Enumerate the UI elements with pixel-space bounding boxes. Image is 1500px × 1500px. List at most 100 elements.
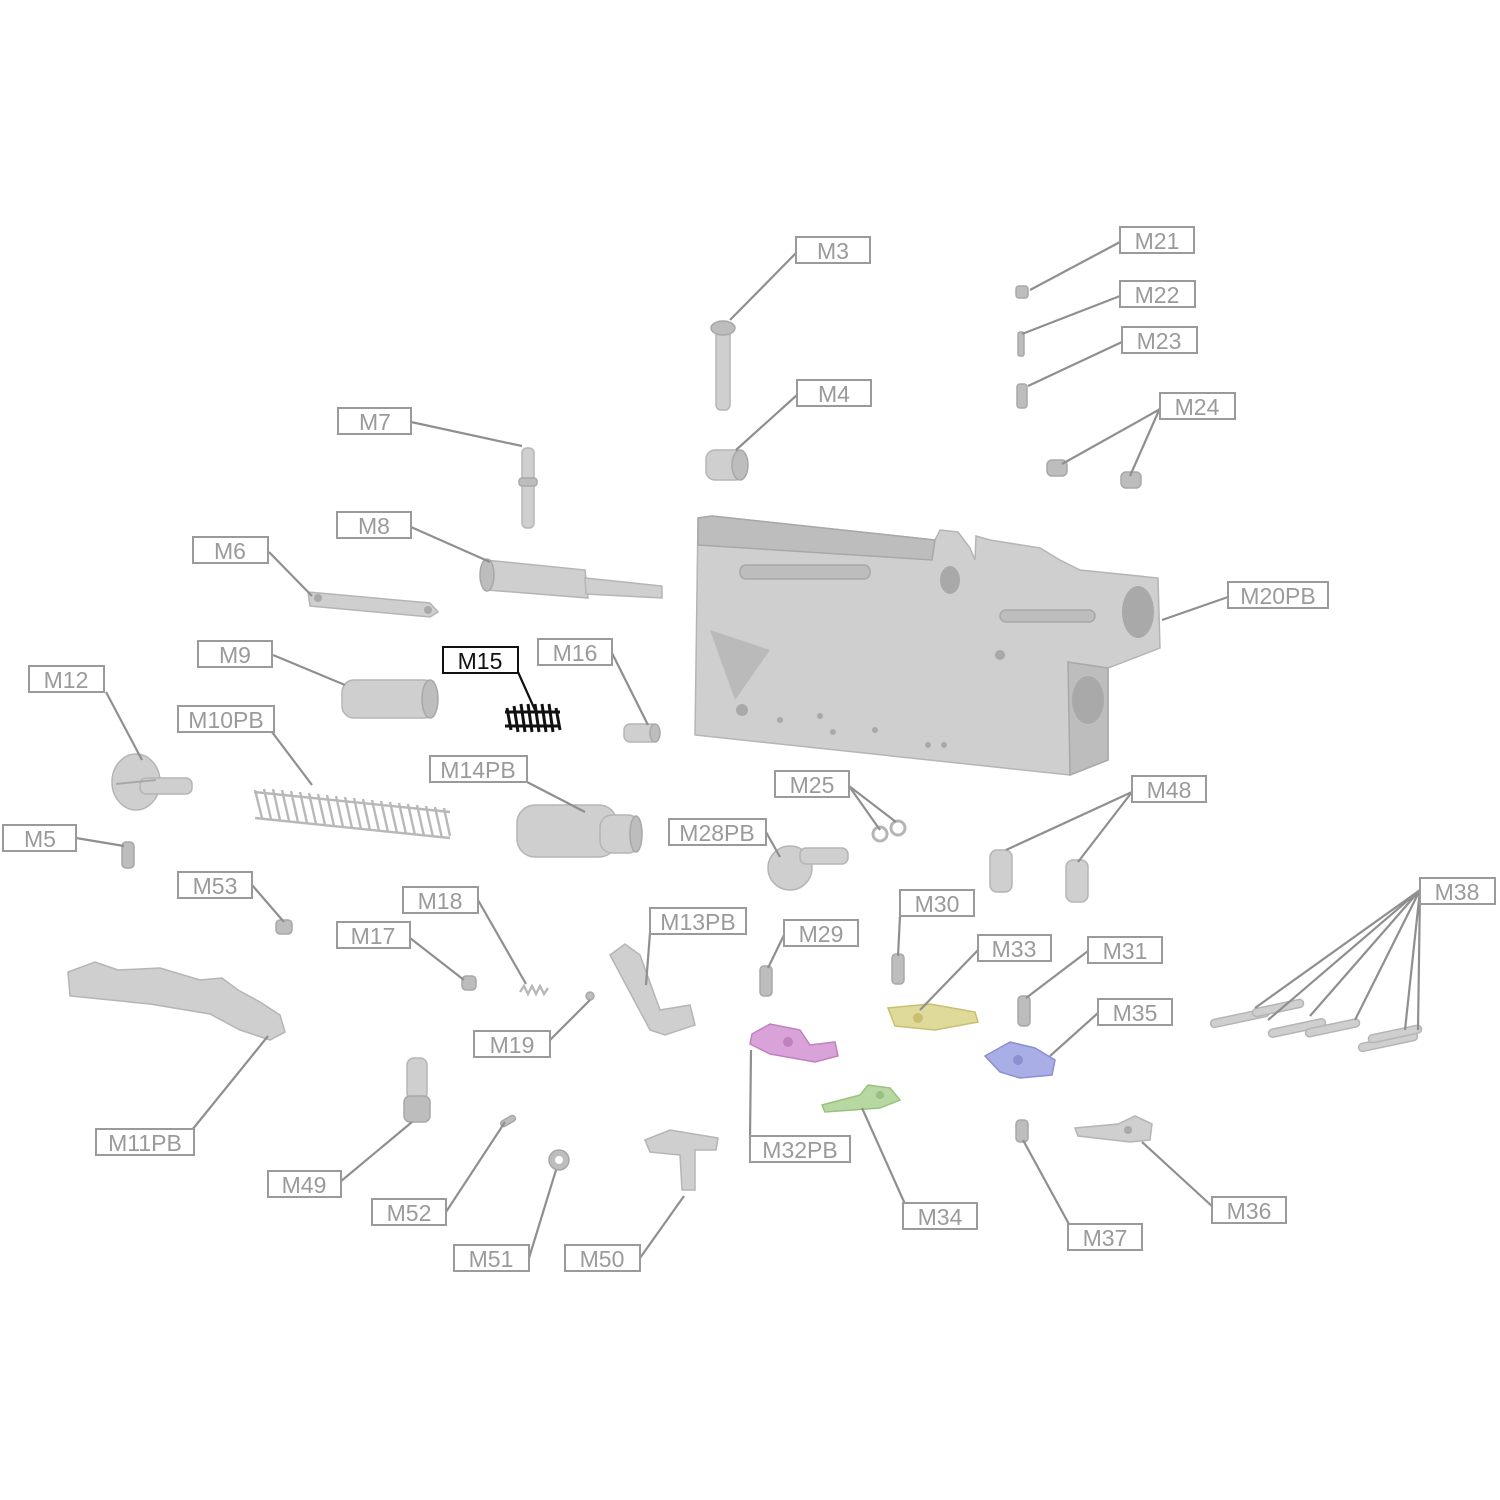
label-m8[interactable]: M8: [336, 511, 412, 539]
svg-text:M36: M36: [1227, 1198, 1272, 1224]
part-m5: [121, 841, 135, 869]
label-m17[interactable]: M17: [336, 921, 411, 949]
svg-text:M3: M3: [817, 238, 849, 264]
part-m15-spring: [505, 703, 562, 733]
part-m31: [1017, 995, 1031, 1027]
svg-text:M15: M15: [458, 648, 503, 674]
svg-text:M22: M22: [1135, 282, 1180, 308]
label-m15-highlighted[interactable]: M15: [442, 646, 519, 674]
part-m4-bushing: [705, 449, 749, 481]
label-m29[interactable]: M29: [783, 919, 859, 947]
part-m20pb-receiver: [694, 515, 1161, 777]
part-m48-a: [989, 849, 1013, 893]
label-m12[interactable]: M12: [28, 665, 105, 693]
svg-text:M20PB: M20PB: [1240, 583, 1315, 609]
svg-text:M12: M12: [44, 667, 89, 693]
part-m11pb-bar: [67, 961, 286, 1041]
label-m53[interactable]: M53: [177, 871, 253, 899]
label-m23[interactable]: M23: [1121, 326, 1198, 354]
label-m50[interactable]: M50: [564, 1244, 641, 1272]
label-m5[interactable]: M5: [2, 824, 77, 852]
label-m34[interactable]: M34: [902, 1202, 978, 1230]
part-m21: [1015, 285, 1029, 299]
part-m12: [111, 753, 193, 811]
svg-text:M25: M25: [790, 772, 835, 798]
label-m18[interactable]: M18: [402, 886, 479, 914]
part-m17: [461, 975, 477, 991]
label-m35[interactable]: M35: [1097, 998, 1173, 1026]
part-m22: [1017, 331, 1025, 357]
part-m18: [519, 983, 549, 997]
label-m36[interactable]: M36: [1211, 1196, 1287, 1224]
part-m34-green: [820, 1084, 902, 1113]
part-m25-rings: [871, 819, 907, 843]
part-m29: [759, 965, 773, 997]
svg-text:M21: M21: [1135, 228, 1180, 254]
label-m16[interactable]: M16: [537, 638, 613, 666]
label-m20pb[interactable]: M20PB: [1227, 581, 1329, 609]
label-m3[interactable]: M3: [795, 236, 871, 264]
svg-text:M9: M9: [219, 642, 251, 668]
part-m48-b: [1065, 859, 1089, 903]
svg-text:M32PB: M32PB: [762, 1137, 837, 1163]
svg-text:M53: M53: [193, 873, 238, 899]
label-m9[interactable]: M9: [197, 640, 273, 668]
label-m30[interactable]: M30: [899, 889, 975, 917]
label-m4[interactable]: M4: [796, 379, 872, 407]
label-m25[interactable]: M25: [774, 770, 850, 798]
part-m32pb-pink: [749, 1023, 839, 1063]
part-m38-pins: [1209, 998, 1423, 1053]
svg-text:M30: M30: [915, 891, 960, 917]
label-m11pb[interactable]: M11PB: [95, 1128, 195, 1156]
part-m23: [1016, 383, 1028, 409]
label-m48[interactable]: M48: [1131, 775, 1207, 803]
label-m10pb[interactable]: M10PB: [177, 705, 275, 733]
label-m49[interactable]: M49: [267, 1170, 342, 1198]
label-m52[interactable]: M52: [371, 1198, 447, 1226]
label-m37[interactable]: M37: [1067, 1223, 1143, 1251]
label-m33[interactable]: M33: [977, 934, 1052, 962]
part-m10pb-spring: [253, 788, 452, 840]
part-m3-pin: [710, 320, 736, 411]
svg-text:M28PB: M28PB: [679, 820, 754, 846]
svg-text:M14PB: M14PB: [440, 757, 515, 783]
label-m6[interactable]: M6: [192, 536, 269, 564]
part-m53: [275, 919, 293, 935]
svg-text:M37: M37: [1083, 1225, 1128, 1251]
label-m19[interactable]: M19: [473, 1030, 551, 1058]
part-m13pb-lever: [609, 943, 696, 1036]
label-m21[interactable]: M21: [1119, 226, 1195, 254]
label-m13pb[interactable]: M13PB: [649, 907, 747, 935]
label-m28pb[interactable]: M28PB: [668, 818, 767, 846]
svg-text:M11PB: M11PB: [108, 1130, 182, 1156]
part-m35-blue: [983, 1041, 1056, 1079]
label-m22[interactable]: M22: [1119, 280, 1196, 308]
part-m16: [623, 723, 661, 743]
label-m51[interactable]: M51: [453, 1244, 530, 1272]
part-m49: [403, 1057, 431, 1123]
label-m31[interactable]: M31: [1087, 936, 1163, 964]
part-labels: M3 M4 M5 M6 M7 M8 M9 M10PB M11PB M12 M13…: [2, 226, 1496, 1272]
label-m38[interactable]: M38: [1419, 877, 1496, 905]
svg-text:M17: M17: [351, 923, 396, 949]
label-m32pb[interactable]: M32PB: [749, 1135, 851, 1163]
part-m51: [548, 1149, 570, 1171]
label-m7[interactable]: M7: [337, 407, 412, 435]
part-m50: [644, 1129, 719, 1191]
svg-text:M4: M4: [818, 381, 850, 407]
svg-text:M48: M48: [1147, 777, 1192, 803]
svg-text:M6: M6: [214, 538, 246, 564]
svg-text:M5: M5: [24, 826, 56, 852]
svg-text:M23: M23: [1137, 328, 1182, 354]
label-m24[interactable]: M24: [1159, 392, 1236, 420]
part-m19: [585, 991, 595, 1001]
part-m33-yellow: [886, 1003, 979, 1031]
svg-text:M8: M8: [358, 513, 390, 539]
leader-lines: [75, 241, 1422, 1259]
svg-text:M49: M49: [282, 1172, 327, 1198]
svg-text:M19: M19: [490, 1032, 535, 1058]
svg-text:M7: M7: [359, 409, 391, 435]
svg-text:M38: M38: [1435, 879, 1480, 905]
label-m14pb[interactable]: M14PB: [429, 755, 528, 783]
svg-text:M50: M50: [580, 1246, 625, 1272]
